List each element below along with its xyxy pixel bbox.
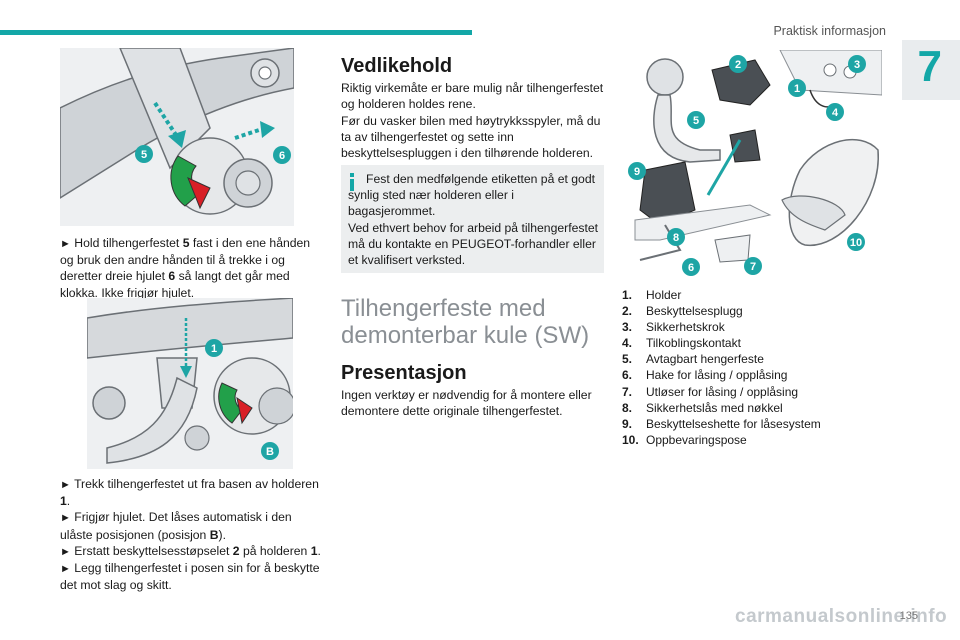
page-number: 135 [899,610,918,622]
figure-components-overview: 2 1 3 4 5 9 8 6 7 10 [620,50,882,278]
maintenance-text-1: Riktig virkemåte er bare mulig når tilhe… [341,81,604,112]
legend-item: 3.Sikkerhetskrok [622,320,725,335]
legend-item: 7.Utløser for låsing / opplåsing [622,384,799,399]
presentation-heading: Presentasjon [341,362,467,384]
fig1-label-5: 5 [141,149,147,161]
header-accent-bar [0,30,472,35]
legend-item: 1.Holder [622,288,682,302]
legend-item: 10.Oppbevaringspose [622,432,747,447]
section-title: Tilhengerfeste med demonterbar kule (SW) [341,295,590,349]
maintenance-text-2: Før du vasker bilen med høytrykksspyler,… [341,113,601,161]
fig3-label-1: 1 [794,83,800,95]
chapter-tab [902,40,960,100]
fig3-label-8: 8 [673,232,679,244]
legend-item: 4.Tilkoblingskontakt [622,336,741,351]
fig3-label-5: 5 [693,115,699,127]
fig3-label-3: 3 [854,59,860,71]
fig2-label-1: 1 [211,343,217,355]
legend-item: 9.Beskyttelseshette for låsesystem [622,416,821,431]
chapter-number: 7 [917,42,942,91]
fig3-label-9: 9 [634,166,640,178]
steps-2-5-text: ► Trekk tilhengerfestet ut fra basen av … [60,476,324,593]
fig1-label-6: 6 [279,150,285,162]
fig3-label-4: 4 [832,107,839,119]
presentation-text: Ingen verktøy er nødvendig for å montere… [341,388,592,419]
fig3-label-10: 10 [850,237,862,249]
page-header-title: Praktisk informasjon [773,24,886,38]
maintenance-heading: Vedlikehold [341,55,453,77]
info-text-2: Ved ethvert behov for arbeid på tilhenge… [348,221,599,268]
maintenance-section: Vedlikehold Riktig virkemåte er bare mul… [341,55,606,161]
step-2: ► Trekk tilhengerfestet ut fra basen av … [60,477,319,509]
step-5: ► Legg tilhengerfestet i posen sin for å… [60,561,320,593]
fig3-label-7: 7 [750,261,756,273]
info-box: Fest den medfølgende etiketten på et god… [341,165,604,273]
component-legend: 1.Holder 2.Beskyttelsesplugg 3.Sikkerhet… [622,287,821,448]
watermark: carmanualsonline.info [735,606,948,627]
info-text-1: Fest den medfølgende etiketten på et god… [348,172,596,219]
figure-unlock-wheel: 5 6 [60,48,294,226]
step-4: ► Erstatt beskyttelsesstøpselet 2 på hol… [60,543,321,558]
legend-item: 2.Beskyttelsesplugg [622,304,743,319]
section-towbar: Tilhengerfeste med demonterbar kule (SW)… [341,295,606,420]
legend-item: 6.Hake for låsing / opplåsing [622,368,788,383]
info-icon [350,173,354,191]
fig3-label-2: 2 [735,59,741,71]
fig2-label-B: B [266,446,274,458]
fig3-label-6: 6 [688,262,694,274]
step-1-text: ► Hold tilhengerfestet 5 fast i den ene … [60,236,311,300]
figure-remove-towball: 1 B [87,298,293,469]
legend-item: 5.Avtagbart hengerfeste [622,352,764,367]
legend-item: 8.Sikkerhetslås med nøkkel [622,400,783,415]
step-3: ► Frigjør hjulet. Det låses automatisk i… [60,510,292,542]
